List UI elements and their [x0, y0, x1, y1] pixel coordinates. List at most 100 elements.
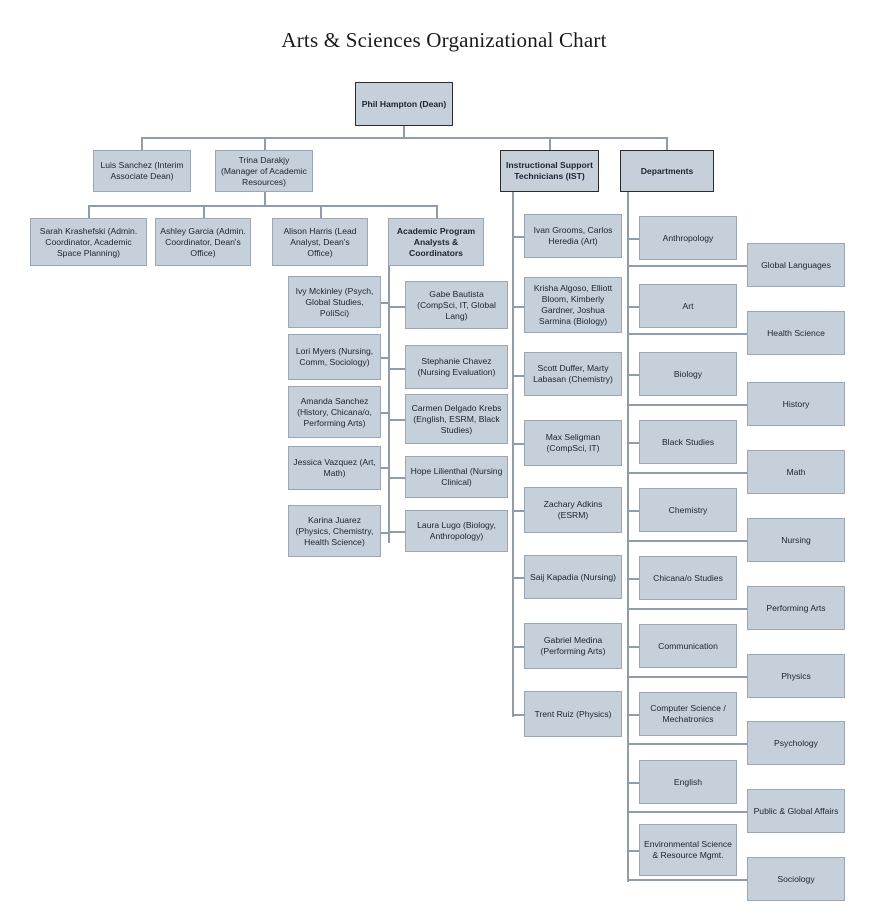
- node-department-left-2-label: Art: [682, 300, 694, 311]
- node-department-right-1-label: Global Languages: [761, 259, 831, 270]
- connector-dept-left-stub-4: [627, 442, 639, 444]
- node-analyst-left-4[interactable]: Jessica Vazquez (Art, Math): [288, 446, 381, 490]
- node-department-left-4-label: Black Studies: [661, 436, 715, 447]
- connector-admin-stub-1: [88, 205, 90, 218]
- node-department-right-4-label: Math: [786, 466, 806, 477]
- node-department-right-5[interactable]: Nursing: [747, 518, 845, 562]
- node-department-left-3-label: Biology: [673, 368, 703, 379]
- node-department-right-6[interactable]: Performing Arts: [747, 586, 845, 630]
- connector-admin-stub-4: [436, 205, 438, 218]
- connector-tier2-stub-1: [141, 137, 143, 151]
- node-department-right-1[interactable]: Global Languages: [747, 243, 845, 287]
- node-manager-academic-resources[interactable]: Trina Darakjy (Manager of Academic Resou…: [215, 150, 313, 192]
- node-analyst-right-2-label: Stephanie Chavez (Nursing Evaluation): [417, 356, 496, 377]
- connector-dept-right-run-9: [627, 811, 747, 813]
- node-academic-program-analysts-label: Academic Program Analysts & Coordinators: [396, 225, 476, 258]
- node-analyst-left-5[interactable]: Karina Juarez (Physics, Chemistry, Healt…: [288, 505, 381, 557]
- node-department-right-7[interactable]: Physics: [747, 654, 845, 698]
- connector-dept-left-stub-8: [627, 714, 639, 716]
- connector-analyst-right-stub-4: [388, 477, 405, 479]
- node-dean[interactable]: Phil Hampton (Dean): [355, 82, 453, 126]
- node-department-right-3[interactable]: History: [747, 382, 845, 426]
- node-ist-3[interactable]: Scott Duffer, Marty Labasan (Chemistry): [524, 352, 622, 396]
- node-department-right-7-label: Physics: [781, 670, 811, 681]
- node-ist-4[interactable]: Max Seligman (CompSci, IT): [524, 420, 622, 466]
- connector-ist-stub-5: [512, 510, 524, 512]
- connector-dept-left-stub-2: [627, 306, 639, 308]
- node-analyst-right-3[interactable]: Carmen Delgado Krebs (English, ESRM, Bla…: [405, 394, 508, 444]
- node-department-right-2[interactable]: Health Science: [747, 311, 845, 355]
- node-analyst-left-2-label: Lori Myers (Nursing, Comm, Sociology): [295, 346, 374, 367]
- connector-admin-bus: [88, 205, 437, 207]
- node-ist-1[interactable]: Ivan Grooms, Carlos Heredia (Art): [524, 214, 622, 258]
- node-department-left-1-label: Anthropology: [662, 232, 714, 243]
- node-departments-header[interactable]: Departments: [620, 150, 714, 192]
- connector-departments-spine: [627, 192, 629, 882]
- node-department-left-1[interactable]: Anthropology: [639, 216, 737, 260]
- node-ist-6[interactable]: Saij Kapadia (Nursing): [524, 555, 622, 599]
- node-admin-coordinator-space-planning[interactable]: Sarah Krashefski (Admin. Coordinator, Ac…: [30, 218, 147, 266]
- node-ist-header[interactable]: Instructional Support Technicians (IST): [500, 150, 599, 192]
- node-ist-8[interactable]: Trent Ruiz (Physics): [524, 691, 622, 737]
- node-ist-3-label: Scott Duffer, Marty Labasan (Chemistry): [533, 363, 613, 384]
- connector-ist-stub-6: [512, 577, 524, 579]
- node-department-right-10[interactable]: Sociology: [747, 857, 845, 901]
- node-analyst-right-1[interactable]: Gabe Bautista (CompSci, IT, Global Lang): [405, 281, 508, 329]
- node-department-left-8[interactable]: Computer Science / Mechatronics: [639, 692, 737, 736]
- node-analyst-left-1[interactable]: Ivy Mckinley (Psych, Global Studies, Pol…: [288, 276, 381, 328]
- node-ist-8-label: Trent Ruiz (Physics): [534, 708, 612, 719]
- connector-dept-left-stub-6: [627, 578, 639, 580]
- node-analyst-left-3[interactable]: Amanda Sanchez (History, Chicana/o, Perf…: [288, 386, 381, 438]
- connector-dept-right-run-8: [627, 743, 747, 745]
- node-department-left-3[interactable]: Biology: [639, 352, 737, 396]
- node-analyst-right-5[interactable]: Laura Lugo (Biology, Anthropology): [405, 510, 508, 552]
- node-lead-analyst-label: Alison Harris (Lead Analyst, Dean's Offi…: [283, 225, 357, 258]
- node-department-left-5-label: Chemistry: [668, 504, 708, 515]
- node-department-right-8-label: Psychology: [774, 737, 818, 748]
- node-department-left-6-label: Chicana/o Studies: [653, 572, 723, 583]
- node-department-right-9[interactable]: Public & Global Affairs: [747, 789, 845, 833]
- connector-dept-right-run-10: [627, 879, 747, 881]
- connector-dept-right-run-6: [627, 608, 747, 610]
- node-analyst-right-4[interactable]: Hope Lilienthal (Nursing Clinical): [405, 456, 508, 498]
- node-department-left-10[interactable]: Environmental Science & Resource Mgmt.: [639, 824, 737, 876]
- node-department-right-4[interactable]: Math: [747, 450, 845, 494]
- node-analyst-left-4-label: Jessica Vazquez (Art, Math): [293, 457, 376, 478]
- node-department-right-6-label: Performing Arts: [766, 602, 826, 613]
- connector-ist-stub-1: [512, 236, 524, 238]
- node-academic-program-analysts[interactable]: Academic Program Analysts & Coordinators: [388, 218, 484, 266]
- node-analyst-right-5-label: Laura Lugo (Biology, Anthropology): [417, 520, 496, 541]
- node-department-left-5[interactable]: Chemistry: [639, 488, 737, 532]
- connector-tier2-stub-3: [549, 137, 551, 151]
- node-department-left-2[interactable]: Art: [639, 284, 737, 328]
- node-department-right-9-label: Public & Global Affairs: [753, 805, 839, 816]
- connector-analyst-left-stub-4: [380, 467, 390, 469]
- connector-analyst-right-stub-3: [388, 419, 405, 421]
- node-analyst-left-2[interactable]: Lori Myers (Nursing, Comm, Sociology): [288, 334, 381, 380]
- node-ist-7-label: Gabriel Medina (Performing Arts): [540, 635, 606, 656]
- node-department-left-6[interactable]: Chicana/o Studies: [639, 556, 737, 600]
- node-ist-6-label: Saij Kapadia (Nursing): [530, 571, 616, 582]
- node-departments-header-label: Departments: [640, 165, 694, 176]
- node-ist-7[interactable]: Gabriel Medina (Performing Arts): [524, 623, 622, 669]
- node-department-left-9-label: English: [673, 776, 703, 787]
- node-analyst-right-3-label: Carmen Delgado Krebs (English, ESRM, Bla…: [411, 402, 502, 435]
- node-ist-2[interactable]: Krisha Algoso, Elliott Bloom, Kimberly G…: [524, 277, 622, 333]
- node-department-right-8[interactable]: Psychology: [747, 721, 845, 765]
- connector-ist-stub-7: [512, 646, 524, 648]
- node-lead-analyst[interactable]: Alison Harris (Lead Analyst, Dean's Offi…: [272, 218, 368, 266]
- node-associate-dean[interactable]: Luis Sanchez (Interim Associate Dean): [93, 150, 191, 192]
- node-ist-5-label: Zachary Adkins (ESRM): [543, 499, 603, 520]
- node-department-left-7[interactable]: Communication: [639, 624, 737, 668]
- node-analyst-left-1-label: Ivy Mckinley (Psych, Global Studies, Pol…: [295, 285, 374, 318]
- connector-analyst-right-stub-1: [388, 306, 405, 308]
- node-admin-coordinator-space-planning-label: Sarah Krashefski (Admin. Coordinator, Ac…: [39, 225, 138, 258]
- node-admin-coordinator-deans-office[interactable]: Ashley Garcia (Admin. Coordinator, Dean'…: [155, 218, 251, 266]
- node-ist-5[interactable]: Zachary Adkins (ESRM): [524, 487, 622, 533]
- node-department-left-9[interactable]: English: [639, 760, 737, 804]
- connector-analyst-right-stub-2: [388, 368, 405, 370]
- node-analyst-right-4-label: Hope Lilienthal (Nursing Clinical): [410, 466, 503, 487]
- node-department-left-10-label: Environmental Science & Resource Mgmt.: [644, 839, 732, 860]
- node-department-left-4[interactable]: Black Studies: [639, 420, 737, 464]
- node-analyst-right-2[interactable]: Stephanie Chavez (Nursing Evaluation): [405, 345, 508, 389]
